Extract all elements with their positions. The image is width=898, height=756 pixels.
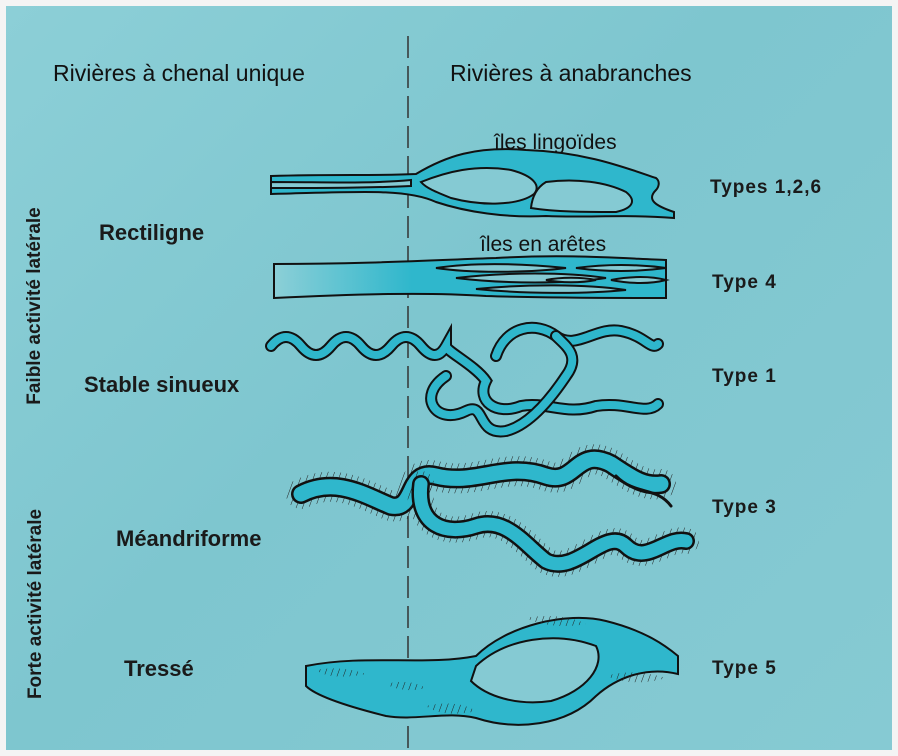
label-type-5: Type 5 — [712, 659, 777, 678]
label-rectiligne: Rectiligne — [99, 222, 204, 244]
header-anabranching: Rivières à anabranches — [450, 62, 692, 85]
side-label-low-activity: Faible activité latérale — [24, 196, 46, 416]
side-label-high-activity: Forte activité latérale — [25, 494, 47, 714]
annotation-ridge-islands: îles en arêtes — [480, 234, 606, 255]
label-type-4: Type 4 — [712, 273, 777, 292]
ridge-islands-channel — [274, 256, 666, 298]
label-tresse: Tressé — [124, 658, 194, 680]
braided-channel — [306, 616, 678, 725]
label-type-1: Type 1 — [712, 367, 777, 386]
label-meandriforme: Méandriforme — [116, 528, 261, 550]
lingoid-islands-channel — [271, 149, 674, 218]
label-stable-sinueux: Stable sinueux — [84, 374, 239, 396]
header-single-channel: Rivières à chenal unique — [53, 62, 305, 85]
diagram-panel: Rivières à chenal unique Rivières à anab… — [6, 6, 892, 750]
annotation-lingoid-islands: îles lingoïdes — [494, 132, 617, 153]
label-type-3: Type 3 — [712, 498, 777, 517]
meandering-channel — [301, 459, 686, 564]
stable-sinuous-channel — [271, 328, 658, 432]
label-types-1-2-6: Types 1,2,6 — [710, 178, 822, 197]
